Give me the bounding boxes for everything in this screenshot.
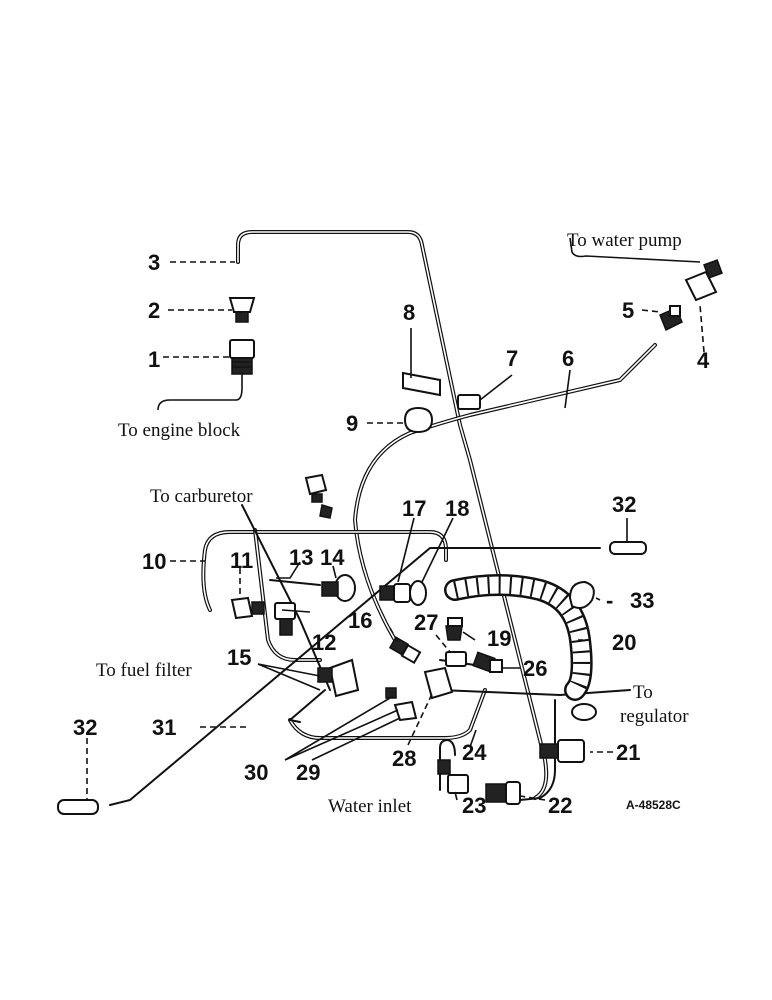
clip-9 [403, 406, 434, 434]
fitting-33 [568, 580, 595, 609]
callout-5: 5 [622, 298, 634, 323]
label-regulator: regulator [620, 706, 689, 727]
nut-top-2 [319, 504, 333, 519]
line-fuel-filter [289, 689, 326, 723]
callout-11: 11 [230, 548, 253, 573]
tube-3 [236, 230, 549, 800]
fitting-16 [388, 636, 422, 665]
callout-32-top: 32 [612, 492, 636, 517]
tee-27 [445, 651, 467, 667]
tube-6 [353, 343, 657, 642]
clamp-regulator [571, 703, 597, 721]
fitting-4 [684, 259, 723, 302]
handle-32-top [609, 541, 647, 555]
callout-23: 23 [462, 793, 486, 818]
fitting-26 [472, 651, 503, 673]
fitting-23 [437, 759, 469, 794]
fitting-5 [659, 305, 683, 332]
drawing-code: A-48528C [626, 798, 681, 812]
dash-33: - [606, 588, 613, 613]
callout-16: 16 [348, 608, 372, 633]
callout-2: 2 [148, 298, 160, 323]
callout-7: 7 [506, 346, 518, 371]
fitting-21 [539, 739, 585, 763]
bracket-8 [402, 371, 441, 397]
callout-9: 9 [346, 411, 358, 436]
label-to-carburetor: To carburetor [150, 486, 253, 507]
label-to-fuel-filter: To fuel filter [96, 660, 192, 681]
clamp-18 [409, 580, 427, 606]
fitting-1 [229, 339, 255, 375]
callout-12: 12 [312, 630, 336, 655]
callout-8: 8 [403, 300, 415, 325]
handle-32-bottom [57, 799, 99, 815]
leaders [86, 237, 705, 801]
line-regulator [439, 689, 631, 696]
callout-3: 3 [148, 250, 160, 275]
fitting-12 [274, 602, 296, 636]
fitting-14 [321, 574, 356, 602]
callout-33: 33 [630, 588, 654, 613]
callout-13: 13 [289, 545, 313, 570]
callout-31: 31 [152, 715, 176, 740]
label-to-water-pump: To water pump [567, 230, 682, 251]
callout-6: 6 [562, 346, 574, 371]
callout-10: 10 [142, 549, 166, 574]
clip-7 [457, 394, 481, 410]
callout-14: 14 [320, 545, 345, 570]
line-carburetor [241, 504, 331, 691]
callout-29: 29 [296, 760, 320, 785]
callout-4: 4 [697, 348, 710, 373]
callout-28: 28 [392, 746, 416, 771]
label-water-inlet: Water inlet [328, 796, 412, 817]
fitting-22 [485, 781, 521, 805]
line-regulator-drop [519, 699, 556, 801]
hose-20 [444, 574, 593, 701]
tube-24 [288, 688, 487, 740]
callout-27: 27 [414, 610, 438, 635]
callout-30: 30 [244, 760, 268, 785]
line-13 [269, 579, 321, 586]
callout-20: 20 [612, 630, 636, 655]
callout-22: 22 [548, 793, 572, 818]
tube-12 [253, 528, 322, 662]
label-regulator-to: To [633, 682, 653, 703]
fitting-19 [445, 617, 463, 641]
nut-top-1 [304, 473, 328, 503]
callout-1: 1 [148, 347, 160, 372]
label-to-engine-block: To engine block [118, 420, 241, 441]
fitting-30 [385, 687, 397, 699]
callout-15: 15 [227, 645, 251, 670]
fitting-17 [379, 583, 411, 603]
fitting-29 [393, 700, 418, 722]
callout-32-bottom: 32 [73, 715, 97, 740]
line-water-inlet [439, 739, 456, 791]
callout-17: 17 [402, 496, 426, 521]
callout-19: 19 [487, 626, 511, 651]
callout-26: 26 [523, 656, 547, 681]
fitting-28 [423, 666, 454, 700]
callout-24: 24 [462, 740, 487, 765]
callout-21: 21 [616, 740, 640, 765]
callout-18: 18 [445, 496, 469, 521]
fitting-2 [228, 297, 256, 323]
fitting-11 [230, 596, 265, 620]
